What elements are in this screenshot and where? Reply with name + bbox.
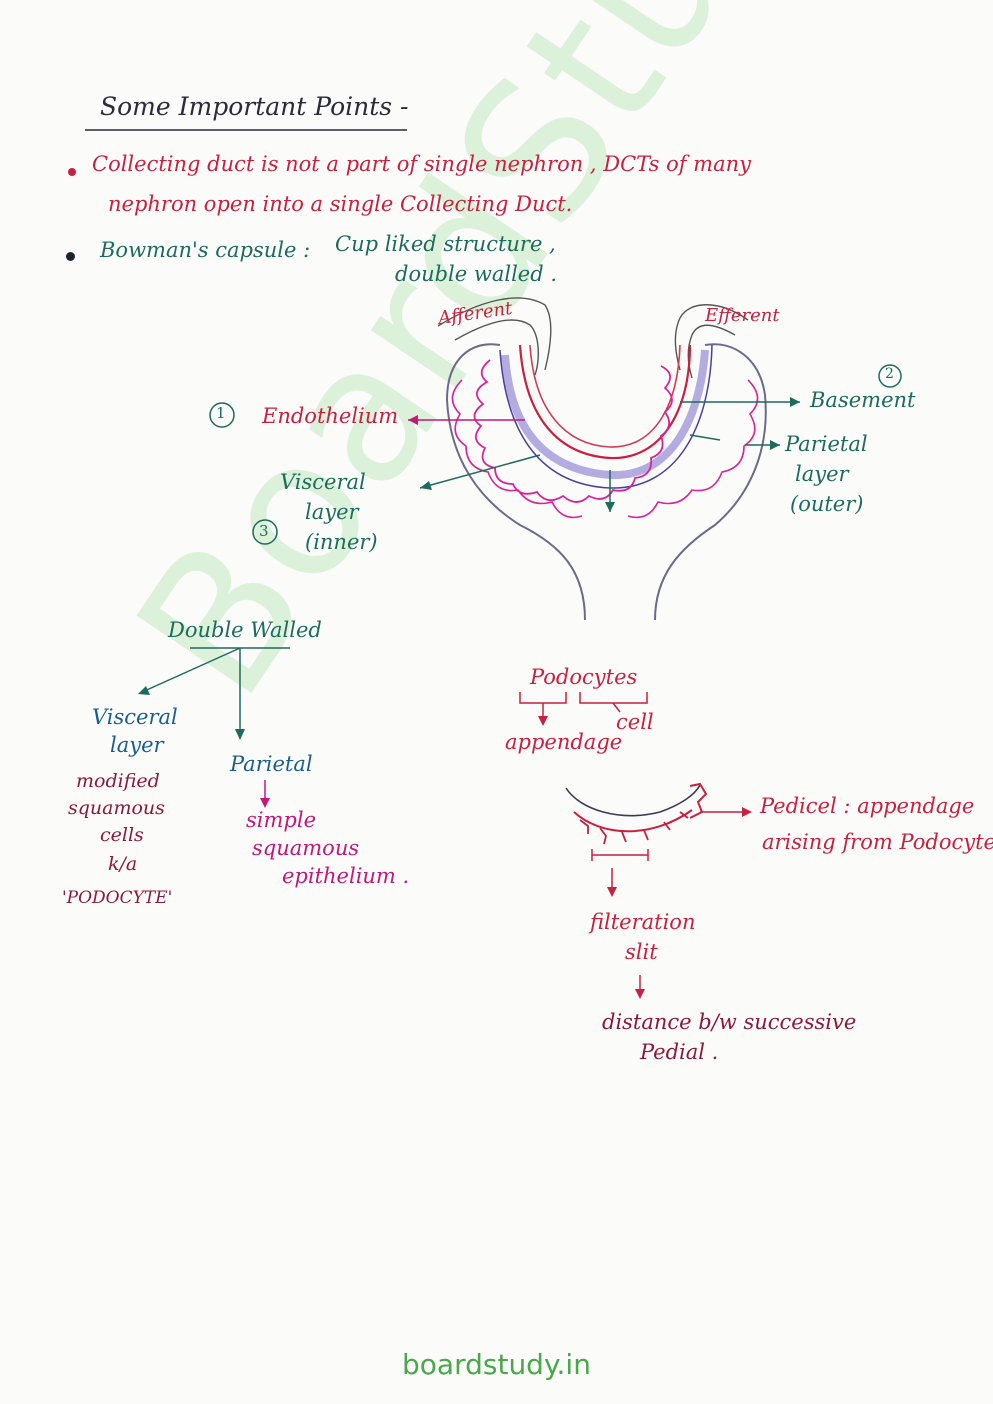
distance-label-1: distance b/w successive [602,1010,857,1034]
parietal-outer-label: (outer) [790,492,864,516]
efferent-label: Efferent [705,305,780,326]
parietal-desc-2: squamous [252,836,360,860]
visceral-desc-4: k/a [108,853,138,875]
bowman-label: Bowman's capsule : [100,238,311,262]
parietal-layer-label: layer [795,462,849,486]
visceral-desc-2: squamous [68,797,165,819]
number-3: 3 [259,522,269,540]
double-walled-label: Double Walled [168,618,322,642]
point-1-line-1: Collecting duct is not a part of single … [92,152,752,176]
visceral-desc-5: 'PODOCYTE' [62,888,173,908]
number-1: 1 [216,404,226,422]
footer-site-url: boardstudy.in [402,1348,591,1381]
parietal-desc-3: epithelium . [282,864,410,888]
visceral-layer-label: layer [305,500,359,524]
point-1-line-2: nephron open into a single Collecting Du… [108,192,573,216]
tree-visceral-layer-label: layer [110,733,164,757]
filtration-slit-label-2: slit [625,940,658,964]
bowman-line-1: Cup liked structure , [335,232,556,256]
distance-label-2: Pedial . [640,1040,719,1064]
filtration-slit-label-1: filteration [590,910,696,934]
tree-parietal-label: Parietal [230,752,313,776]
visceral-inner-label: (inner) [305,530,378,554]
basement-label: Basement [810,388,916,412]
podocytes-label: Podocytes [530,665,638,689]
visceral-desc-1: modified [76,770,160,792]
bullet-point-2 [66,252,75,261]
visceral-label: Visceral [280,470,366,494]
bullet-point-1 [68,168,76,176]
page-heading: Some Important Points - [100,92,409,121]
cell-label: cell [616,710,654,734]
endothelium-label: Endothelium [262,404,399,428]
pedicel-line-2: arising from Podocyte [762,830,993,854]
number-2: 2 [885,366,894,382]
parietal-label: Parietal [785,432,868,456]
tree-visceral-label: Visceral [92,705,178,729]
parietal-desc-1: simple [246,808,316,832]
bowman-line-2: double walled . [395,262,558,286]
pedicel-line-1: Pedicel : appendage [760,794,975,818]
visceral-desc-3: cells [100,824,144,846]
appendage-label: appendage [505,730,623,754]
